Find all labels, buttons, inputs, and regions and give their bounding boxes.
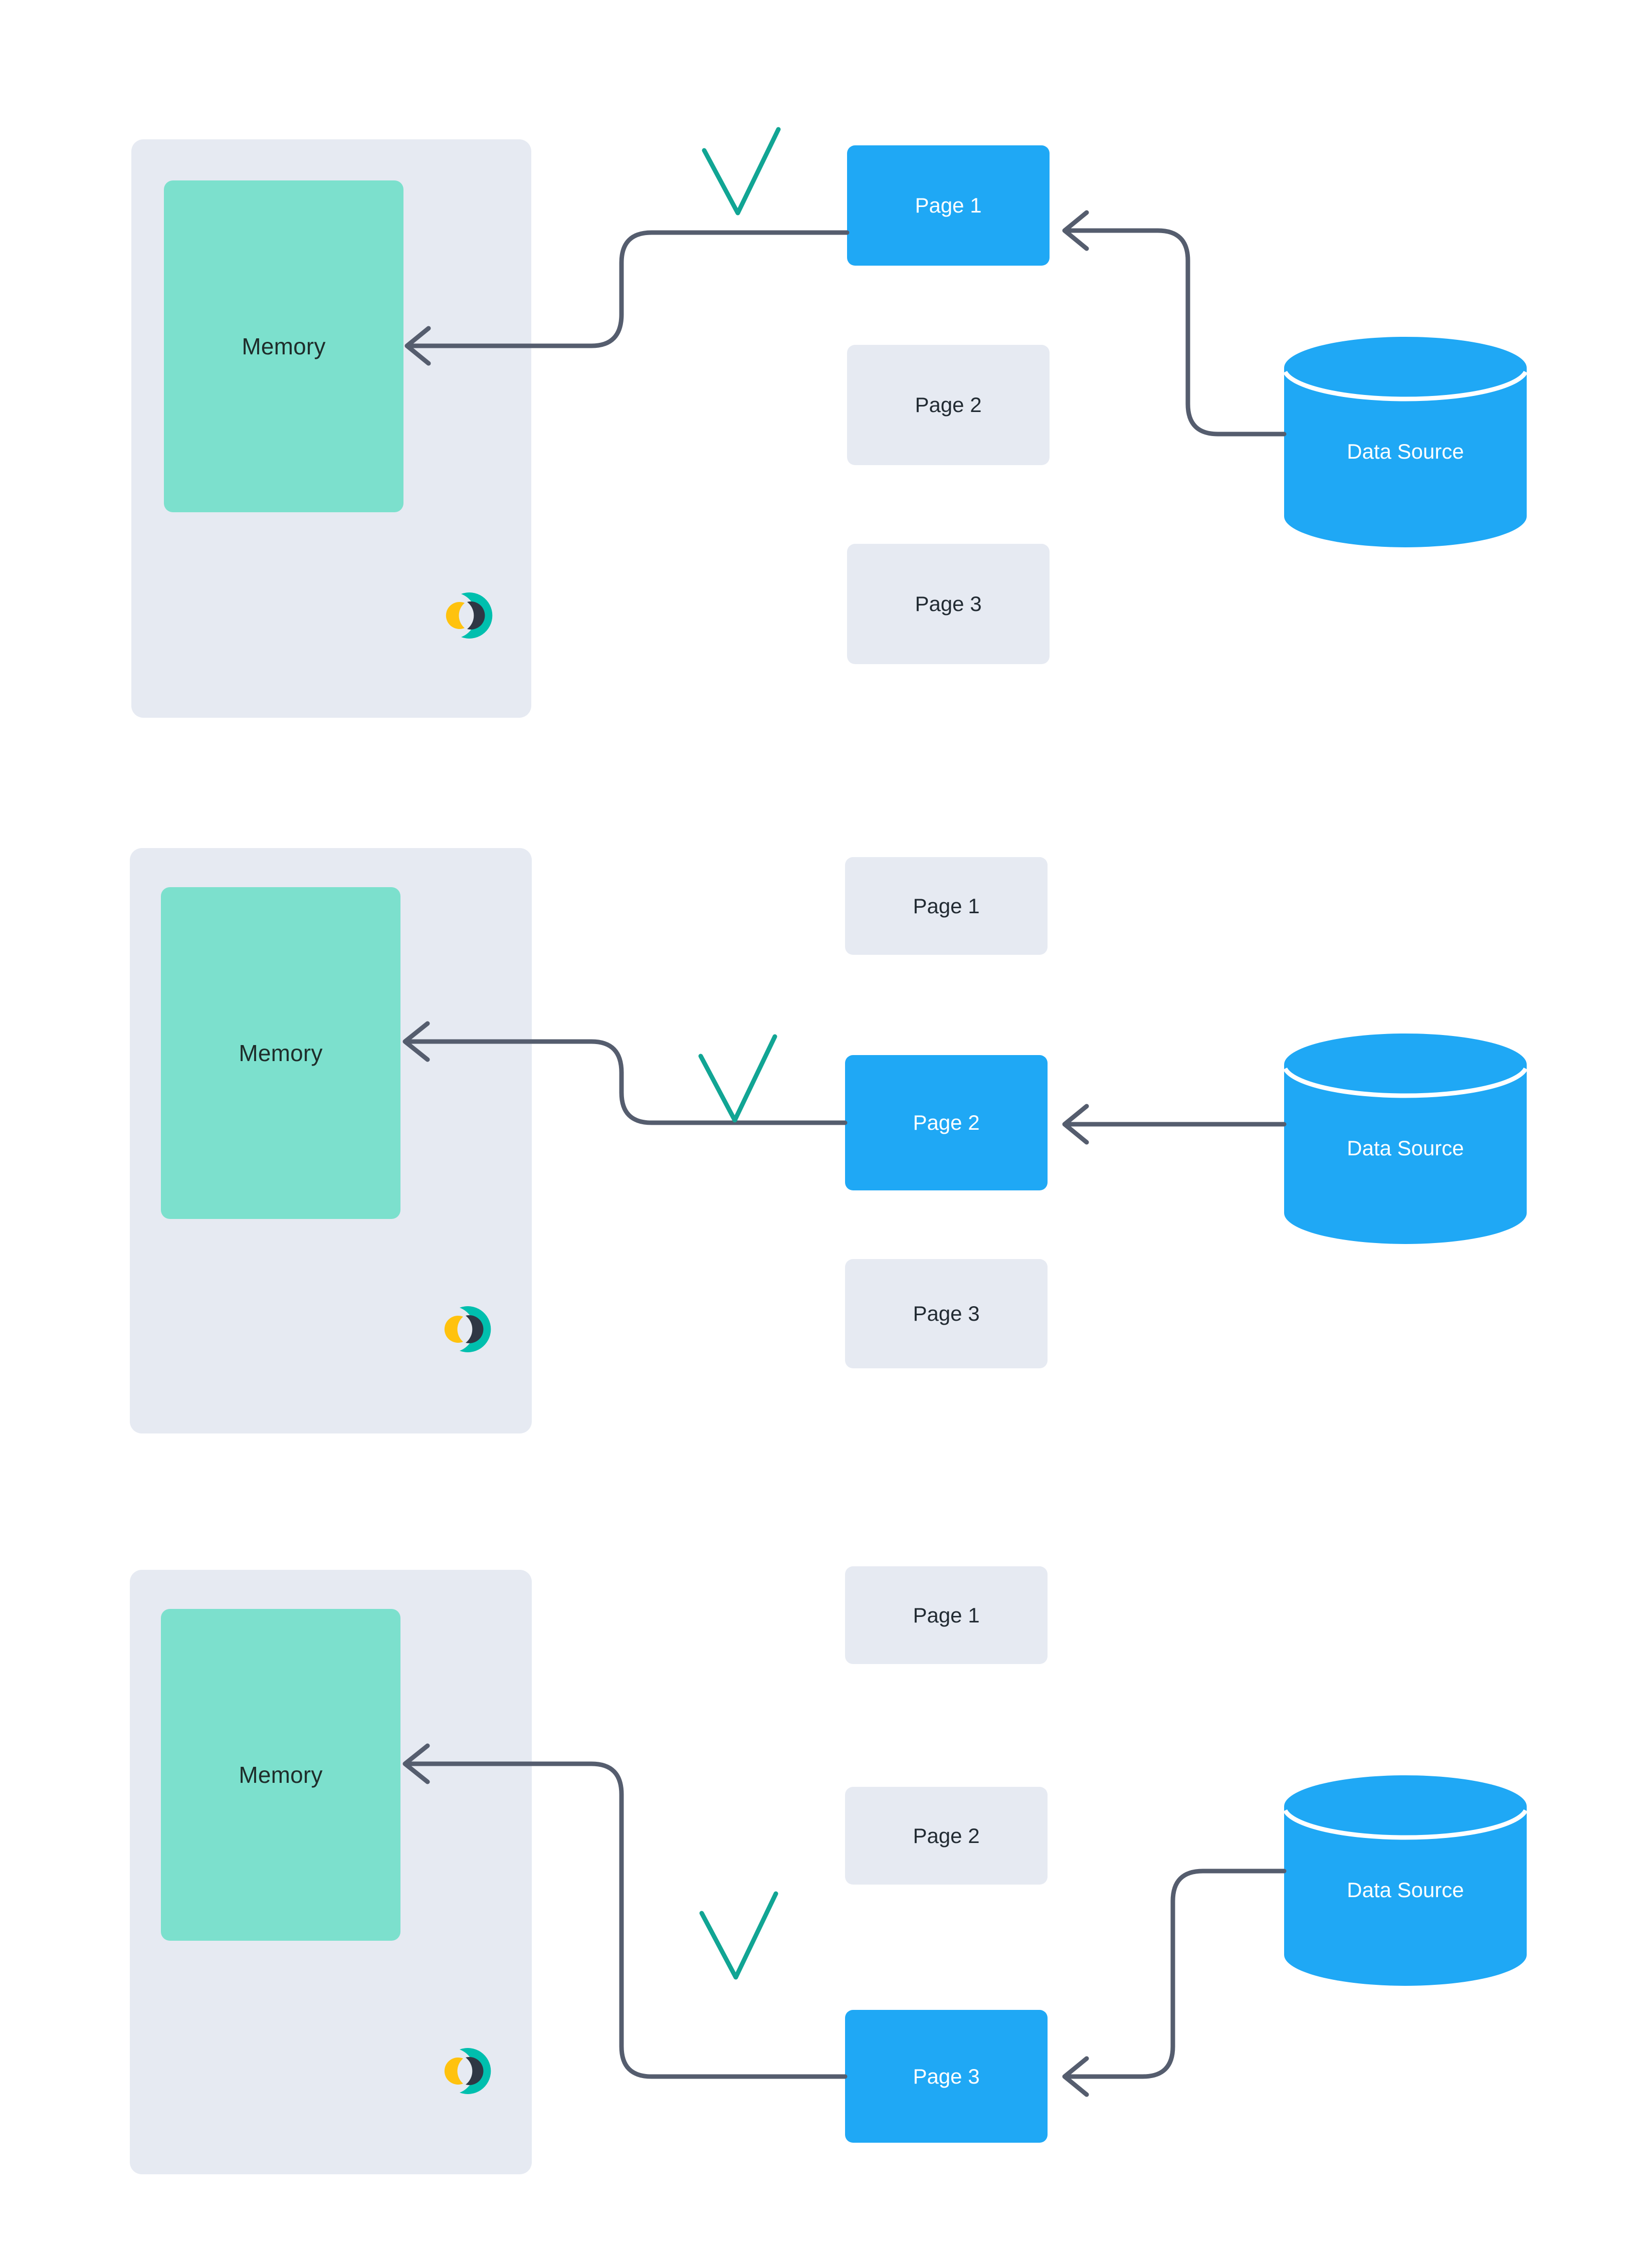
memory-label: Memory [239, 1040, 323, 1066]
page-label: Page 2 [915, 393, 982, 417]
page-label: Page 3 [915, 592, 982, 615]
brand-logo-icon [443, 2043, 498, 2099]
check-icon-row-1 [702, 127, 781, 216]
arrowhead-page2-row-2 [1062, 1104, 1089, 1145]
page-card-row-3-page-3[interactable]: Page 3 [845, 2010, 1048, 2143]
memory-block-row-1: Memory [164, 180, 403, 512]
check-icon-row-3 [699, 1891, 778, 1980]
page-card-row-1-page-1[interactable]: Page 1 [847, 145, 1050, 266]
check-icon-row-2 [698, 1034, 777, 1123]
arrowhead-page1-row-1 [1062, 210, 1089, 251]
page-card-row-2-page-3[interactable]: Page 3 [845, 1259, 1048, 1368]
arrow-datasource-to-page1-row-1 [1065, 228, 1287, 437]
arrow-datasource-to-page3-row-3 [1065, 1869, 1287, 2079]
memory-label: Memory [239, 1762, 323, 1788]
brand-logo-icon [445, 588, 500, 643]
page-label: Page 2 [913, 1111, 980, 1134]
page-label: Page 3 [913, 2064, 980, 2088]
memory-panel-row-2: Memory [130, 848, 532, 1433]
memory-panel-row-3: Memory [130, 1570, 532, 2174]
memory-panel-row-1: Memory [131, 139, 531, 718]
page-card-row-1-page-3[interactable]: Page 3 [847, 544, 1050, 664]
data-source-cylinder-row-1[interactable]: Data Source [1284, 337, 1527, 547]
page-label: Page 3 [913, 1302, 980, 1325]
data-source-cylinder-row-2[interactable]: Data Source [1284, 1034, 1527, 1244]
page-card-row-3-page-2[interactable]: Page 2 [845, 1787, 1048, 1885]
data-source-cylinder-row-3[interactable]: Data Source [1284, 1775, 1527, 1986]
page-card-row-2-page-1[interactable]: Page 1 [845, 857, 1048, 955]
page-label: Page 1 [913, 894, 980, 918]
page-card-row-3-page-1[interactable]: Page 1 [845, 1566, 1048, 1664]
page-label: Page 1 [913, 1603, 980, 1627]
page-card-row-1-page-2[interactable]: Page 2 [847, 345, 1050, 465]
page-card-row-2-page-2[interactable]: Page 2 [845, 1055, 1048, 1190]
arrowhead-page3-row-3 [1062, 2056, 1089, 2097]
memory-block-row-2: Memory [161, 887, 400, 1219]
memory-label: Memory [242, 333, 326, 359]
page-label: Page 2 [913, 1823, 980, 1847]
brand-logo-icon [443, 1302, 498, 1357]
memory-block-row-3: Memory [161, 1609, 400, 1941]
page-label: Page 1 [915, 193, 982, 217]
